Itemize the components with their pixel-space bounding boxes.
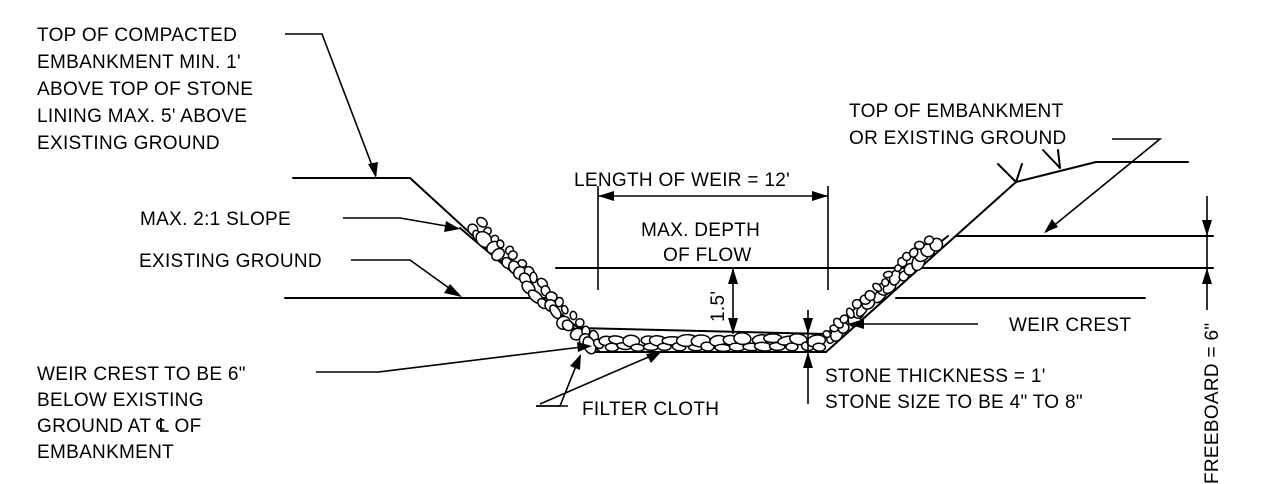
arrowhead (1202, 220, 1212, 236)
label-weir-crest-note-4: EMBANKMENT (37, 442, 174, 463)
grass-symbol-1 (997, 163, 1023, 183)
arrowhead (598, 191, 614, 201)
leader-max-slope (343, 217, 459, 229)
stone (554, 296, 564, 308)
leader-existing-ground (351, 259, 461, 297)
arrowhead (848, 319, 864, 329)
stone (839, 314, 849, 324)
arrowhead (803, 318, 813, 334)
stone (923, 235, 935, 245)
label-depth-dim: 1.5' (708, 291, 729, 322)
arrowhead (1044, 219, 1058, 233)
stone (574, 317, 585, 328)
stone (851, 298, 863, 310)
label-existing-ground: EXISTING GROUND (139, 251, 322, 272)
stone (882, 270, 894, 279)
label-weir-crest: WEIR CREST (1009, 315, 1131, 336)
arrowhead (1202, 268, 1212, 284)
stone (561, 319, 574, 332)
arrowhead (570, 354, 581, 370)
stone (529, 271, 538, 284)
label-top-embankment-2: OR EXISTING GROUND (849, 128, 1067, 149)
stone (560, 304, 569, 315)
stone (812, 342, 827, 352)
stone (872, 282, 883, 293)
label-top-compacted-1: TOP OF COMPACTED (37, 25, 237, 46)
stone (491, 247, 506, 262)
label-stone-note-2: STONE SIZE TO BE 4" TO 8" (825, 392, 1083, 413)
label-top-compacted-4: LINING MAX. 5' ABOVE (37, 106, 247, 127)
label-top-embankment-1: TOP OF EMBANKMENT (849, 101, 1064, 122)
stone (569, 310, 578, 321)
label-max-depth-1: MAX. DEPTH (641, 220, 760, 241)
label-max-slope: MAX. 2:1 SLOPE (140, 209, 291, 230)
arrowhead (646, 351, 662, 363)
stone (476, 216, 488, 228)
stone (864, 290, 876, 302)
leader-weir-crest-note (316, 345, 591, 373)
label-top-compacted-2: EMBANKMENT MIN. 1' (37, 52, 241, 73)
grass-symbol-2 (1042, 149, 1061, 169)
top-of-embankment-left (292, 177, 601, 353)
arrowhead (577, 342, 592, 352)
stone (845, 307, 855, 319)
stone (913, 240, 925, 250)
leader-top-embankment (1045, 138, 1163, 233)
labels: TOP OF COMPACTED EMBANKMENT MIN. 1' ABOV… (37, 25, 1223, 484)
label-top-compacted-3: ABOVE TOP OF STONE (37, 79, 253, 100)
leader-top-compacted (285, 33, 377, 177)
label-stone-note-1: STONE THICKNESS = 1' (825, 366, 1046, 387)
arrowhead (803, 352, 813, 368)
stone (733, 332, 752, 346)
leaders (285, 33, 1212, 407)
label-weir-crest-note-2: BELOW EXISTING (37, 390, 204, 411)
arrowhead (444, 284, 462, 297)
arrowhead (728, 318, 738, 334)
leader-filter-cloth-3 (539, 351, 661, 405)
label-weir-crest-note-3: GROUND AT ℄ OF (37, 416, 202, 437)
label-top-compacted-5: EXISTING GROUND (37, 133, 220, 154)
label-weir-crest-note-1: WEIR CREST TO BE 6" (37, 364, 246, 385)
arrowhead (368, 162, 378, 178)
arrowhead (444, 221, 460, 232)
label-max-depth-2: OF FLOW (663, 245, 752, 266)
stone (507, 250, 518, 261)
stone (880, 278, 890, 287)
stone (630, 343, 645, 352)
arrowhead (728, 268, 738, 284)
stone-lining (467, 216, 944, 355)
label-freeboard: FREEBOARD = 6" (1202, 323, 1223, 484)
arrowhead (812, 191, 828, 201)
label-filter-cloth: FILTER CLOTH (582, 399, 719, 420)
label-length-of-weir: LENGTH OF WEIR = 12' (574, 170, 790, 191)
stone (496, 239, 505, 249)
